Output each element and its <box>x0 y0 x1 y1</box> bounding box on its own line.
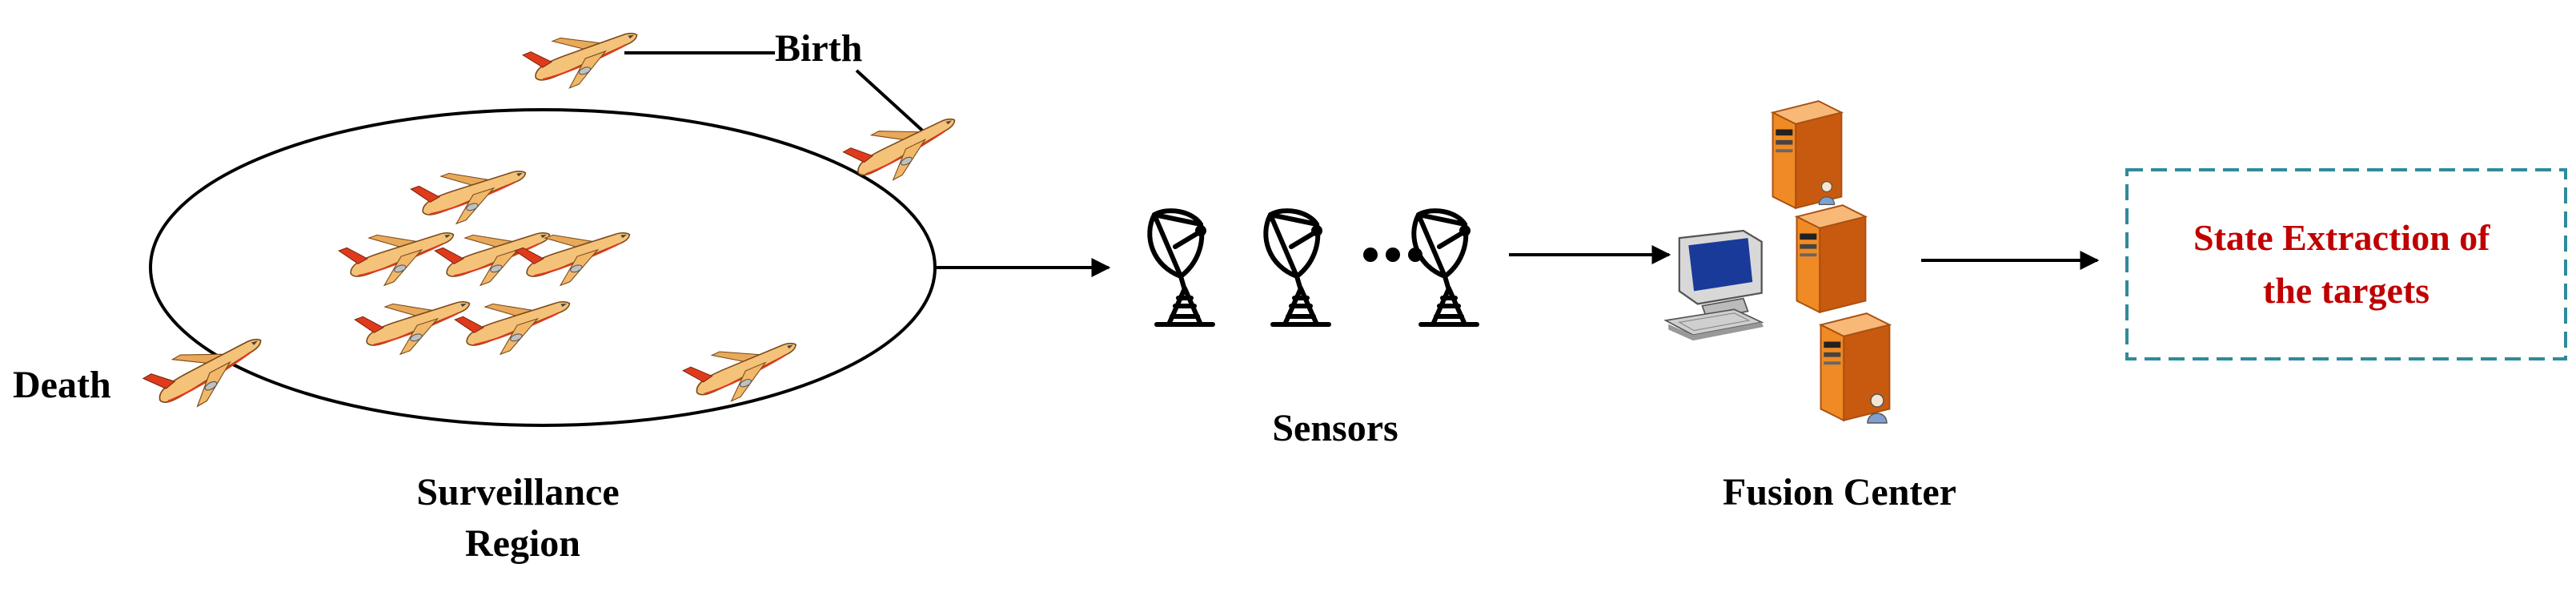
fusion-center-group <box>1664 100 1891 424</box>
computer-icon <box>1664 229 1765 342</box>
death-label: Death <box>13 364 111 406</box>
surveillance-label-line2: Region <box>465 522 580 565</box>
state-label-line2: the targets <box>2263 270 2430 311</box>
airplane-icon <box>521 10 648 101</box>
airplane-icon <box>680 320 808 416</box>
radar-antenna-icon <box>1414 211 1477 324</box>
surveillance-label-line1: Surveillance <box>416 471 619 513</box>
radar-antenna-icon <box>1266 211 1329 324</box>
ellipsis-dot <box>1363 248 1378 262</box>
birth-label: Birth <box>775 27 862 70</box>
airplane-icon <box>433 209 560 297</box>
sensors-label: Sensors <box>1272 407 1398 449</box>
fusion-center-label: Fusion Center <box>1723 471 1956 513</box>
sensors-group <box>1150 211 1477 324</box>
airplane-icon <box>409 147 536 236</box>
birth-line-2 <box>855 69 930 138</box>
state-extraction-box <box>2125 168 2567 360</box>
state-extraction-label: State Extraction of the targets <box>2193 217 2499 311</box>
radar-antenna-icon <box>1150 211 1213 324</box>
airplane-icons <box>141 10 967 425</box>
ellipsis-dot <box>1386 248 1400 262</box>
airplane-icon <box>141 315 275 425</box>
airplane-icon <box>453 278 580 366</box>
airplane-icon <box>513 209 640 297</box>
server-icon <box>1796 204 1867 313</box>
state-label-line1: State Extraction of <box>2193 217 2490 258</box>
server-icon <box>1772 100 1843 209</box>
surveillance-region-label: Surveillance Region <box>416 471 628 565</box>
